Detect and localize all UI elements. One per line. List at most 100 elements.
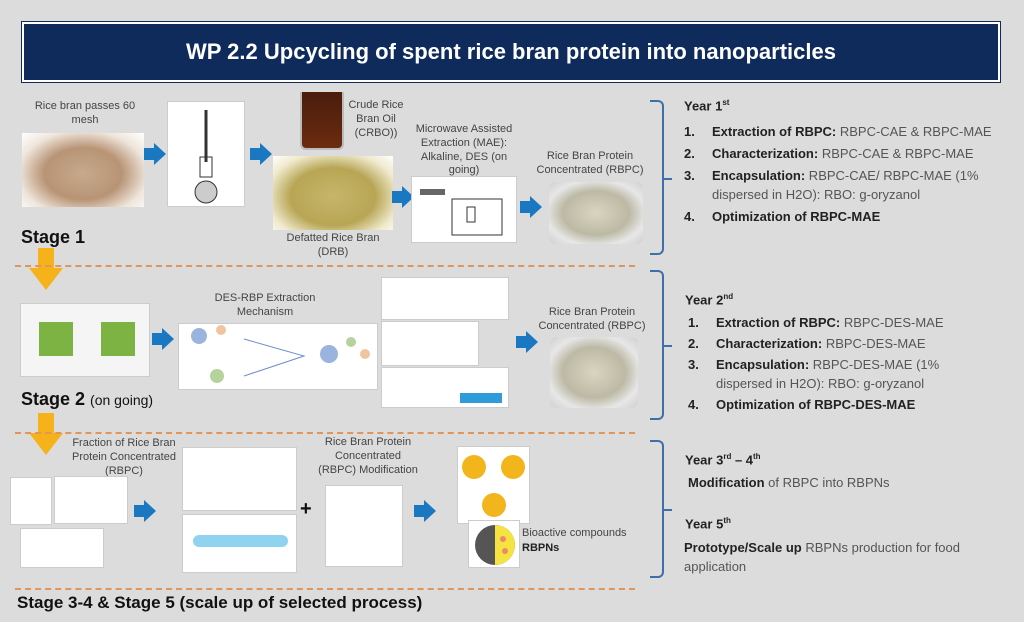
item-number: 3. xyxy=(688,357,699,372)
year-5-sup: th xyxy=(723,516,731,525)
item-bold: Encapsulation: xyxy=(716,357,810,372)
crbo-label: Crude Rice Bran Oil (CRBO)) xyxy=(348,99,404,139)
rbpc-label: Rice Bran Protein Concentrated (RBPC) xyxy=(536,150,644,176)
stage-3-5-label: Stage 3-4 & Stage 5 (scale up of selecte… xyxy=(17,593,422,613)
divider xyxy=(15,588,635,590)
year-1-heading: Year 1st xyxy=(684,98,729,113)
membrane-diagram-image xyxy=(182,514,297,573)
arrow-icon xyxy=(520,196,542,218)
divider xyxy=(15,265,635,267)
stage-3-5-title: Stage 3-4 & Stage 5 xyxy=(17,593,175,612)
arrow-icon xyxy=(144,143,166,165)
year-2-sup: nd xyxy=(723,292,734,301)
year-1-sup: st xyxy=(722,98,730,107)
rice-bran-image xyxy=(22,133,144,207)
bracket-year-1 xyxy=(650,100,672,255)
item-bold: Encapsulation: xyxy=(712,168,806,183)
stage-2-label: Stage 2 (on going) xyxy=(21,389,153,410)
year-3-label: Year 3 xyxy=(685,452,724,468)
year-1-list: 1. Extraction of RBPC: RBPC-CAE & RBPC-MA… xyxy=(684,122,994,226)
rbpn-sphere-image xyxy=(468,520,520,568)
bioactive-compounds-label: Bioactive compounds xyxy=(522,527,627,539)
item-number: 4. xyxy=(684,209,695,224)
mae-label: Microwave Assisted Extraction (MAE): Alk… xyxy=(415,123,513,177)
list-item: 1. Extraction of RBPC: RBPC-DES-MAE xyxy=(688,313,988,332)
year-2-label: Year 2 xyxy=(685,292,724,308)
item-text: RBPC-CAE/ RBPC-MAE (1% dispersed in H2O)… xyxy=(712,168,979,202)
chemical-structure-image xyxy=(381,321,479,366)
chemical-structure-image xyxy=(381,277,509,320)
year-5-label: Year 5 xyxy=(685,516,724,532)
bracket-year-2 xyxy=(650,270,672,420)
item-number: 2. xyxy=(688,336,699,351)
year-5-heading: Year 5th xyxy=(685,516,731,531)
list-item: 4. Optimization of RBPC-MAE xyxy=(684,207,994,226)
year-3-sup: rd xyxy=(723,452,732,461)
extraction-diagram-image xyxy=(20,303,150,377)
list-item: 4. Optimization of RBPC-DES-MAE xyxy=(688,395,988,414)
bracket-year-3-5 xyxy=(650,440,672,578)
item-bold: Optimization of RBPC-MAE xyxy=(712,209,881,224)
item-bold: Characterization: xyxy=(712,146,819,161)
year-1-label: Year 1 xyxy=(684,98,723,114)
protein-structure-image xyxy=(10,477,52,525)
item-text: RBPC-DES-MAE xyxy=(822,336,926,351)
stage-1-label: Stage 1 xyxy=(21,227,86,247)
divider xyxy=(15,432,635,434)
crude-oil-beaker-image xyxy=(300,92,344,150)
arrow-icon xyxy=(152,328,174,350)
item-text: RBPC-CAE & RBPC-MAE xyxy=(836,124,992,139)
year-4-sup: th xyxy=(753,452,761,461)
year-2-list: 1. Extraction of RBPC: RBPC-DES-MAE 2. Cha… xyxy=(688,313,988,414)
list-item: 3. Encapsulation: RBPC-DES-MAE (1% disper… xyxy=(688,355,988,393)
item-bold: Prototype/Scale up xyxy=(684,540,802,555)
modification-diagram-image xyxy=(325,485,403,567)
item-text: RBPC-DES-MAE (1% dispersed in H2O): RBO:… xyxy=(716,357,940,391)
soxhlet-apparatus-image xyxy=(167,101,245,207)
item-number: 2. xyxy=(684,146,695,161)
list-item: 1. Extraction of RBPC: RBPC-CAE & RBPC-MA… xyxy=(684,122,994,141)
item-number: 3. xyxy=(684,168,695,183)
stage-3-5-note: (scale up of selected process) xyxy=(179,593,423,612)
page-title: WP 2.2 Upcycling of spent rice bran prot… xyxy=(21,21,1001,83)
down-arrow-icon xyxy=(29,413,63,455)
nanoparticle-image xyxy=(457,446,530,524)
item-number: 1. xyxy=(684,124,695,139)
year-3-4-heading: Year 3rd – 4th xyxy=(685,452,761,467)
item-text: of RBPC into RBPNs xyxy=(764,475,890,490)
item-bold: Extraction of RBPC: xyxy=(712,124,837,139)
defatted-rice-bran-image xyxy=(273,156,393,230)
arrow-icon xyxy=(134,500,156,522)
arrow-icon xyxy=(414,500,436,522)
item-text: RBPNs production for food application xyxy=(684,540,960,574)
list-item: 3. Encapsulation: RBPC-CAE/ RBPC-MAE (1% … xyxy=(684,166,994,204)
chemical-reaction-image xyxy=(381,367,509,408)
item-number: 1. xyxy=(688,315,699,330)
rbpc-label: Rice Bran Protein Concentrated (RBPC) xyxy=(538,306,646,332)
protein-structure-image xyxy=(20,528,104,568)
list-item: 2. Characterization: RBPC-CAE & RBPC-MAE xyxy=(684,144,994,163)
item-text: RBPC-DES-MAE xyxy=(840,315,944,330)
aggregation-diagram-image xyxy=(182,447,297,511)
fraction-label: Fraction of Rice Bran Protein Concentrat… xyxy=(72,437,176,477)
rbpns-label: RBPNs xyxy=(522,542,560,554)
stage-2-note: (on going) xyxy=(90,392,154,408)
item-bold: Optimization of RBPC-DES-MAE xyxy=(716,397,916,412)
arrow-icon xyxy=(516,331,538,353)
rbpc-image xyxy=(550,337,638,408)
drb-label: Defatted Rice Bran (DRB) xyxy=(286,232,380,258)
arrow-icon xyxy=(250,143,272,165)
item-text: RBPC-CAE & RBPC-MAE xyxy=(818,146,974,161)
rice-bran-label: Rice bran passes 60 mesh xyxy=(34,100,136,126)
year-4-label: – 4 xyxy=(731,452,754,468)
rbpc-image xyxy=(549,182,643,244)
year-5-text: Prototype/Scale up RBPNs production for … xyxy=(684,538,974,576)
list-item: 2. Characterization: RBPC-DES-MAE xyxy=(688,334,988,353)
des-mechanism-label: DES-RBP Extraction Mechanism xyxy=(214,292,316,318)
item-bold: Characterization: xyxy=(716,336,823,351)
item-number: 4. xyxy=(688,397,699,412)
protein-structure-image xyxy=(54,476,128,524)
item-bold: Extraction of RBPC: xyxy=(716,315,841,330)
year-2-heading: Year 2nd xyxy=(685,292,733,307)
item-bold: Modification xyxy=(688,475,765,490)
